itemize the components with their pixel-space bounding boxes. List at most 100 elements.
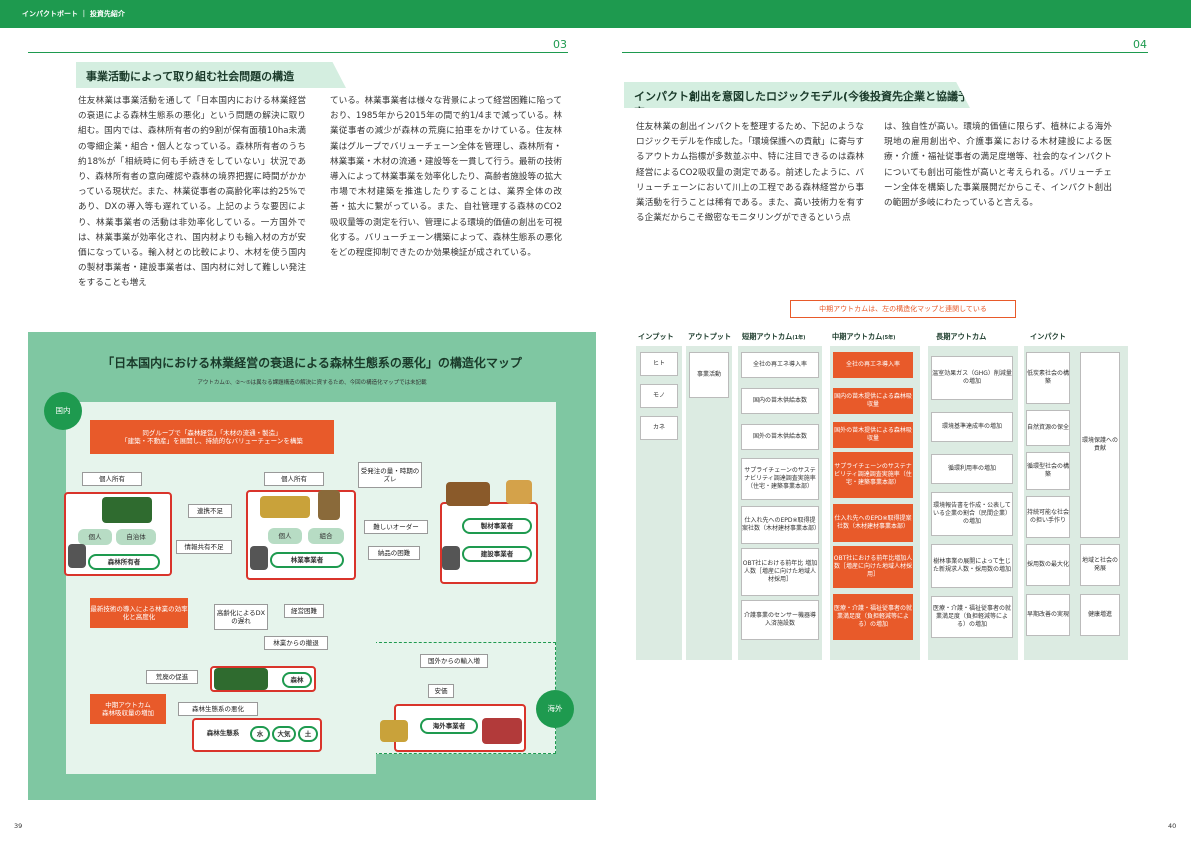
private-ownership-2: 個人所有 xyxy=(264,472,324,486)
header-mid: 中期アウトカム(5年) xyxy=(832,332,895,342)
link-banner: 中期アウトカムは、左の構造化マップと連関している xyxy=(790,300,1016,318)
section-title-right: インパクト創出を意図したロジックモデル(今後投資先企業と協議予定) xyxy=(624,82,970,108)
cooperative-label: 組合 xyxy=(308,528,344,544)
long-box-4: 樹林事業の展開によって生じた新規求人数・採用数の増加 xyxy=(931,544,1013,588)
mid-outcome-label: 中期アウトカム xyxy=(105,700,151,709)
difficult-order: 難しいオーダー xyxy=(364,520,428,534)
header-short: 短期アウトカム(1年) xyxy=(742,332,805,342)
overseas-label: 海外 xyxy=(536,690,574,728)
forest-owner-label: 森林所有者 xyxy=(88,554,160,570)
input-box-2: カネ xyxy=(640,416,678,440)
group-value-chain-box: 同グループで「森林経営」「木材の流通・製造」「建築・不動産」を展開し、持続的なバ… xyxy=(90,420,334,454)
builder-label: 建設事業者 xyxy=(462,546,532,562)
info-sharing-lack: 情報共有不足 xyxy=(176,540,232,554)
impact-a-box-5: 早期改善の実現 xyxy=(1026,594,1070,636)
header-long: 長期アウトカム xyxy=(936,332,987,341)
breadcrumb: インパクトボート ｜ 投資先紹介 xyxy=(22,10,125,18)
individual-label-2: 個人 xyxy=(268,528,302,544)
trees-icon xyxy=(102,497,152,523)
municipality-label: 自治体 xyxy=(116,529,156,545)
long-box-2: 循環利用率の増加 xyxy=(931,454,1013,484)
divider-left xyxy=(28,52,568,53)
page-number-right: 04 xyxy=(1133,38,1147,51)
input-box-1: モノ xyxy=(640,384,678,408)
input-box-0: ヒト xyxy=(640,352,678,376)
header-input: インプット xyxy=(638,332,674,341)
short-box-5: OBT社における前年比 増加人数［増産に向けた地域人材採用］ xyxy=(741,548,819,596)
logs-icon xyxy=(446,482,490,506)
mid-box-3: サプライチェーンのサステナビリティ調達調査実施率（住宅・建築事業本部） xyxy=(833,452,913,498)
person-icon-3 xyxy=(442,546,460,570)
tech-adoption-box: 最新技術の導入による林業の効率化と高度化 xyxy=(90,598,188,628)
soil-label: 土 xyxy=(298,726,318,742)
top-bar: インパクトボート ｜ 投資先紹介 xyxy=(0,0,1191,28)
header-short-text: 短期アウトカム xyxy=(742,332,793,341)
impact-a-box-4: 採用数の最大化 xyxy=(1026,544,1070,586)
order-timing-gap: 受発注の量・時期のズレ xyxy=(358,462,422,488)
builder-icon xyxy=(506,480,532,504)
air-label: 大気 xyxy=(272,726,296,742)
header-mid-text: 中期アウトカム xyxy=(832,332,883,341)
domestic-label: 国内 xyxy=(44,392,82,430)
management-difficulty: 経営困難 xyxy=(284,604,324,618)
short-box-4: 仕入れ先へのEPD※取得提案社数（木材建材事業本部） xyxy=(741,506,820,544)
header-output: アウトプット xyxy=(688,332,732,341)
impact-b-box-2: 健康増進 xyxy=(1080,594,1120,636)
short-box-6: 介護事業のセンサー機器導入済施設数 xyxy=(741,600,819,640)
group-line-1: 同グループで「森林経営」「木材の流通・製造」 xyxy=(142,428,282,437)
withdraw-forestry: 林業からの撤退 xyxy=(264,636,328,650)
co2-absorption-label: 森林吸収量の増加 xyxy=(102,709,154,717)
section-title-left: 事業活動によって取り組む社会問題の構造 xyxy=(76,62,346,88)
degradation-acceleration: 荒廃の促進 xyxy=(146,670,198,684)
mid-box-0: 全社の再エネ導入率 xyxy=(833,352,913,378)
map-note: アウトカム①、②〜⑤は異なる課題構造の解決に資するため、今回の構造化マップでは未… xyxy=(197,380,427,386)
mid-box-5: OBT社における前年比増加人数［増産に向けた地域人材採用］ xyxy=(833,546,913,588)
mid-box-6: 医療・介護・福祉従事者の就業満足度（負担軽減等による）の増加 xyxy=(833,594,913,640)
private-ownership-1: 個人所有 xyxy=(82,472,142,486)
impact-a-box-1: 自然資源の保全 xyxy=(1026,410,1070,446)
header-impact: インパクト xyxy=(1030,332,1066,341)
footer-page-left: 39 xyxy=(14,822,23,830)
footer-page-right: 40 xyxy=(1168,822,1177,830)
processing-group xyxy=(440,502,538,584)
coordination-lack: 連携不足 xyxy=(188,504,232,518)
short-box-1: 国内の苗木供給本数 xyxy=(741,388,819,414)
short-box-3: サプライチェーンのサステナビリティ調達調査実施率（住宅・建築事業本部） xyxy=(741,458,819,500)
output-column xyxy=(686,346,732,660)
harvester-icon xyxy=(380,720,408,742)
body-text-right-col2: は、独自性が高い。環境的価値に限らず、植林による海外現地の雇用創出や、介護事業に… xyxy=(884,122,1112,209)
person-icon xyxy=(68,544,86,568)
ecosystem-worsening: 森林生態系の悪化 xyxy=(178,702,258,716)
long-box-1: 環境基準達成率の増加 xyxy=(931,412,1013,442)
aging-dx-delay: 高齢化によるDXの遅れ xyxy=(214,604,268,630)
body-text-left-col2: ている。林業事業者は様々な背景によって経営困難に陥っており、1985年から201… xyxy=(330,96,562,259)
mid-outcome-box: 中期アウトカム 森林吸収量の増加 xyxy=(90,694,166,724)
impact-b-box-0: 環境保護への貢献 xyxy=(1080,352,1120,538)
impact-a-box-3: 持続可能な社会の担い手作り xyxy=(1026,496,1070,538)
forester-label: 林業事業者 xyxy=(270,552,344,568)
sawmill-label: 製材事業者 xyxy=(462,518,532,534)
short-box-0: 全社の再エネ導入率 xyxy=(741,352,819,378)
long-box-5: 医療・介護・福祉従事者の就業満足度（負担軽減等による）の増加 xyxy=(931,596,1013,638)
structure-map: 「日本国内における林業経営の衰退による森林生態系の悪化」の構造化マップ アウトカ… xyxy=(28,332,596,800)
forestry-machine-icon xyxy=(260,496,310,518)
forest-trees-icon xyxy=(214,668,268,690)
output-box: 事業活動 xyxy=(689,352,729,398)
person-icon-2 xyxy=(250,546,268,570)
impact-a-box-0: 低炭素社会の構築 xyxy=(1026,352,1070,404)
body-text-right-col1: 住友林業の創出インパクトを整理するため、下記のようなロジックモデルを作成した。「… xyxy=(636,122,864,224)
log-truck-icon xyxy=(482,718,522,744)
page-number-left: 03 xyxy=(553,38,567,51)
long-box-0: 温室効果ガス（GHG）削減量の増加 xyxy=(931,356,1013,400)
delivery-difficulty: 納品の困難 xyxy=(368,546,420,560)
mid-box-2: 国外の苗木提供による森林吸収量 xyxy=(833,422,913,448)
map-title: 「日本国内における林業経営の衰退による森林生態系の悪化」の構造化マップ xyxy=(102,356,522,370)
cheap-label: 安価 xyxy=(428,684,454,698)
impact-a-box-2: 循環型社会の構築 xyxy=(1026,452,1070,490)
ecosystem-label: 森林生態系 xyxy=(206,728,240,737)
body-text-left-col1: 住友林業は事業活動を通して「日本国内における林業経営の衰退による森林生態系の悪化… xyxy=(78,96,306,289)
header-short-sub: (1年) xyxy=(792,335,806,341)
impact-b-box-1: 地域と社会の発展 xyxy=(1080,544,1120,586)
individual-label: 個人 xyxy=(78,529,112,545)
water-label: 水 xyxy=(250,726,270,742)
